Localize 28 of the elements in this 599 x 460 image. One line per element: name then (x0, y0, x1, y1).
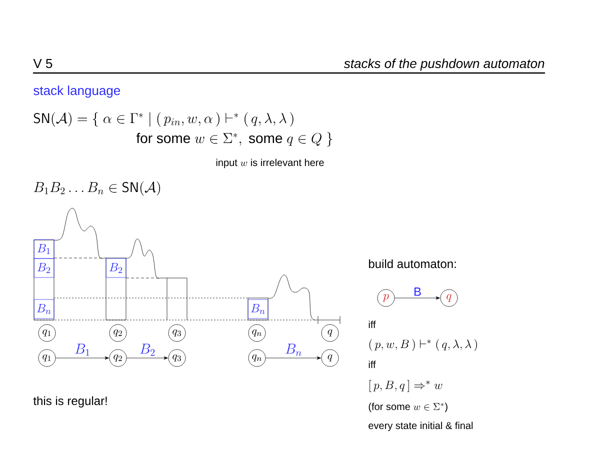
stack-cell: $B_2$ (34, 258, 54, 278)
note-text: $\text{(for some } w \in \Sigma^*\text{)}$ (368, 402, 448, 412)
formula: $B_1 B_2 \ldots B_n \in \mathsf{SN}(\mathcal{A})$ (34, 181, 160, 196)
body-text: build automaton: (368, 259, 456, 268)
body-text: iff (368, 360, 376, 368)
slide-number: V 5 (33, 59, 52, 68)
formula: $[\,p, B, q\,] \Rightarrow^* w$ (370, 380, 442, 392)
formula: $\text{for some } w \in \Sigma^*,\ \text{some } q \in Q\ \}$ (136, 132, 332, 147)
edge-label: $B_1$ (75, 344, 90, 356)
body-text: iff (368, 320, 376, 328)
arrow (126, 356, 168, 360)
edge-label: B (414, 288, 421, 296)
edge-label: $B_2$ (140, 344, 155, 356)
section-heading: stack language (34, 86, 120, 98)
edge-label: $B_n$ (286, 344, 302, 356)
body-text: this is regular! (33, 396, 107, 408)
slide-title: stacks of the pushdown automaton (344, 58, 544, 71)
stack-cell: $B_2$ (106, 258, 126, 278)
formula: $(\,p, w, B\,) \vdash^* (\,q, \lambda, \lambda\,)$ (369, 339, 477, 352)
note-text: $\text{input } w \text{ is irrelevant here}$ (216, 158, 324, 168)
stack-cell: $B_n$ (248, 299, 268, 319)
arrow (56, 356, 109, 360)
arrow (266, 356, 321, 360)
stack-cell: $B_n$ (34, 299, 54, 319)
note-text: every state initial & final (368, 422, 473, 432)
formula: $\mathsf{SN}(\mathcal{A}) = \{\ \alpha \in \Gamma^* \mid (\,p_{in}, w, \alpha\,) \vdash^* (\,q, \lambda, \lambda\,)$ (34, 112, 294, 127)
stack-cell: $B_1$ (34, 239, 54, 259)
arrow (394, 296, 440, 300)
